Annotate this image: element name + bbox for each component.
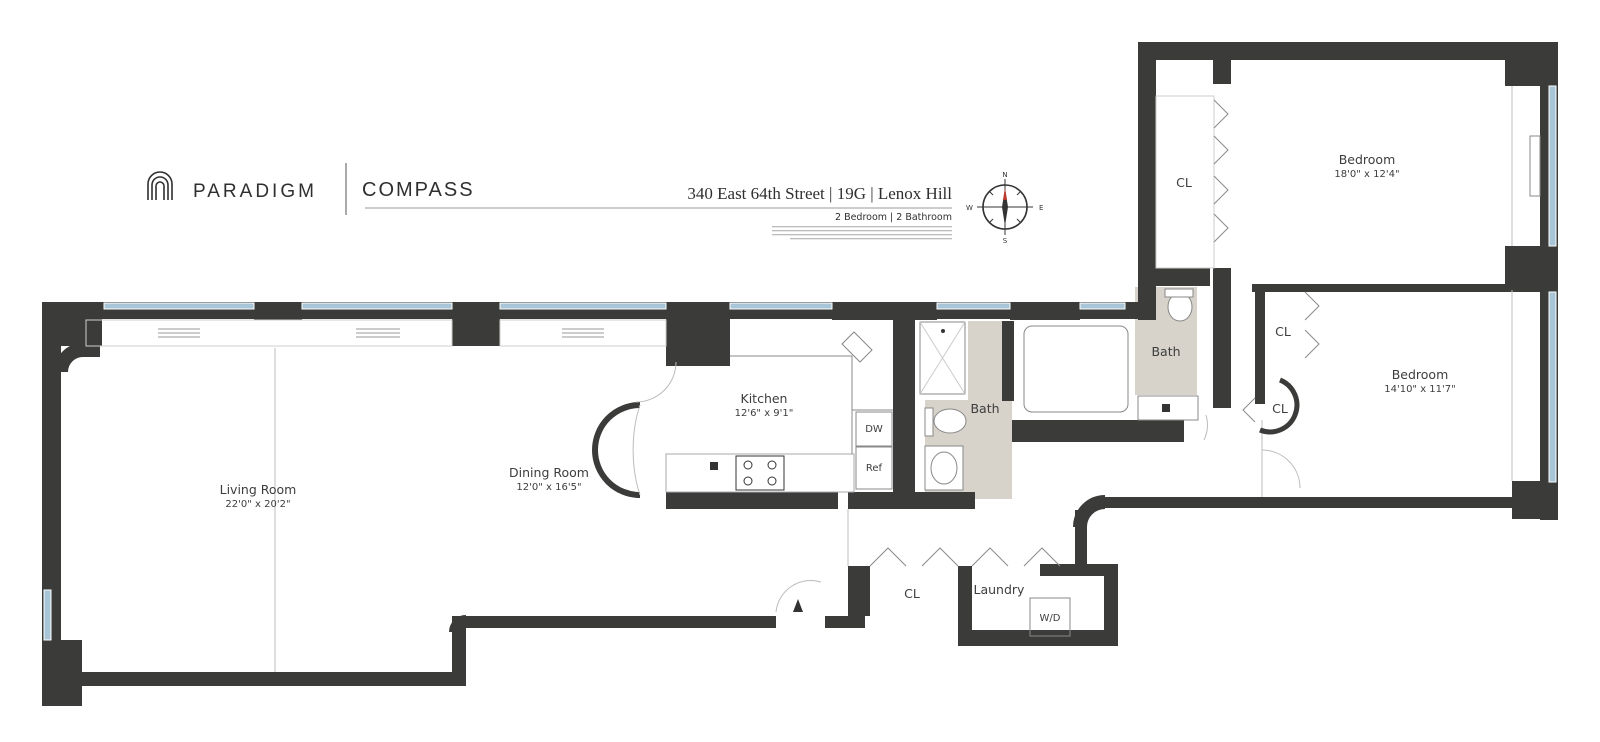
kitchen-name: Kitchen xyxy=(741,391,788,406)
washer-dryer-label: W/D xyxy=(1040,613,1061,624)
laundry-name: Laundry xyxy=(974,582,1026,597)
dining-room-label: Dining Room 12'0" x 16'5" xyxy=(509,465,589,493)
compass-w: W xyxy=(966,204,973,212)
kitchen-label: Kitchen 12'6" x 9'1" xyxy=(735,391,794,419)
closet-label-bedroom-1: CL xyxy=(1176,175,1192,190)
unit-summary: 2 Bedroom | 2 Bathroom xyxy=(835,212,952,223)
disclaimer-fineprint xyxy=(772,226,952,240)
living-room-label: Living Room 22'0" x 20'2" xyxy=(220,482,297,510)
bedroom-2-label: Bedroom 14'10" x 11'7" xyxy=(1384,367,1456,395)
bedroom-1-dim: 18'0" x 12'4" xyxy=(1334,169,1399,180)
bedroom-1-label: Bedroom 18'0" x 12'4" xyxy=(1334,152,1399,180)
room-dividers xyxy=(274,86,1513,672)
closet-label-hall: CL xyxy=(904,586,920,601)
dishwasher-label: DW xyxy=(865,424,883,435)
bath-fixtures xyxy=(919,288,1199,491)
brand-compass: COMPASS xyxy=(362,179,475,201)
bedroom-2-dim: 14'10" x 11'7" xyxy=(1384,384,1456,395)
paradigm-logo-icon xyxy=(147,171,173,200)
kitchen-dim: 12'6" x 9'1" xyxy=(735,408,794,419)
curved-wall-corners xyxy=(54,343,1106,633)
window-sills xyxy=(85,135,1541,347)
bath-2-name: Bath xyxy=(1151,344,1180,359)
dining-room-name: Dining Room xyxy=(509,465,589,480)
bedroom-1-name: Bedroom xyxy=(1339,152,1396,167)
compass-n: N xyxy=(1002,171,1007,179)
living-room-dim: 22'0" x 20'2" xyxy=(225,499,290,510)
windows xyxy=(43,85,1557,641)
dining-room-dim: 12'0" x 16'5" xyxy=(516,482,581,493)
closet-label-bedroom-2b: CL xyxy=(1272,401,1288,416)
compass-e: E xyxy=(1039,204,1043,212)
bath-1-name: Bath xyxy=(970,401,999,416)
living-room-name: Living Room xyxy=(220,482,297,497)
compass-s: S xyxy=(1003,237,1008,245)
refrigerator-label: Ref xyxy=(866,463,883,474)
address-title: 340 East 64th Street | 19G | Lenox Hill xyxy=(687,184,952,203)
closet-label-bedroom-2a: CL xyxy=(1275,324,1291,339)
brand-paradigm: PARADIGM xyxy=(193,181,317,202)
compass-rose-icon: N S E W xyxy=(966,171,1043,245)
kitchen-fixtures xyxy=(592,331,893,498)
bedroom-2-name: Bedroom xyxy=(1392,367,1449,382)
closet-doors xyxy=(775,95,1320,637)
